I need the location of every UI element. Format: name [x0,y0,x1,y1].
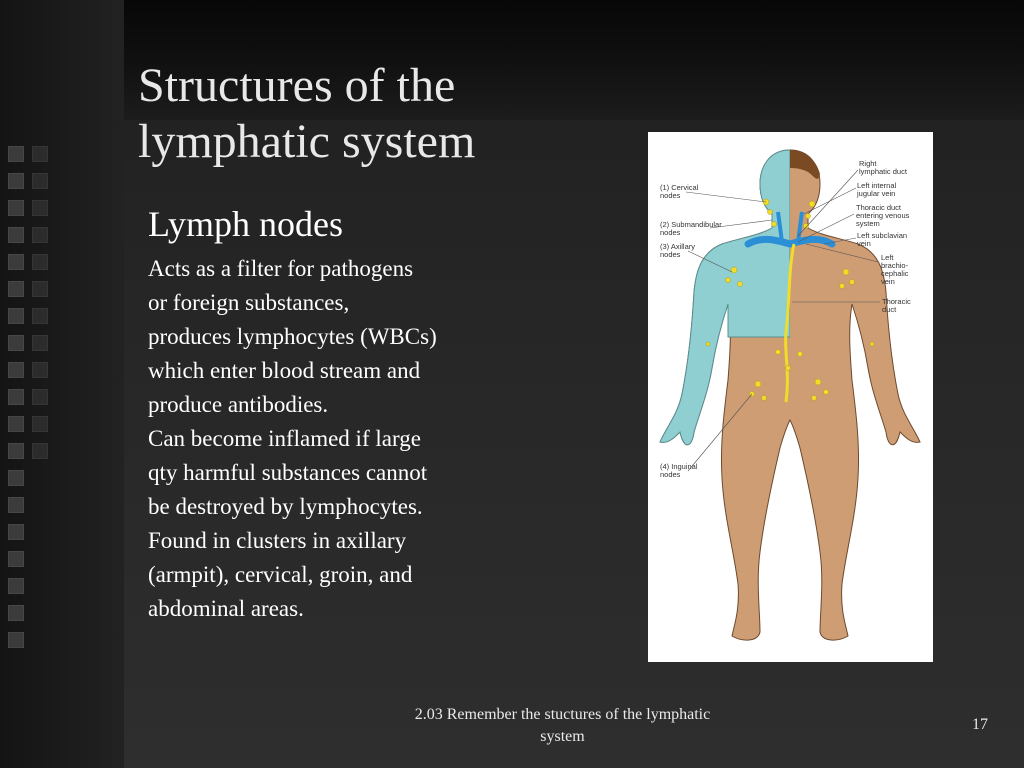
body-line: Found in clusters in axillary [148,524,518,558]
body-line: or foreign substances, [148,286,518,320]
slide-footer: 2.03 Remember the stuctures of the lymph… [400,704,725,748]
label-submandibular-2: nodes [660,228,681,237]
label-thoracic-entering-3: system [856,219,880,228]
body-line: Can become inflamed if large [148,422,518,456]
body-line: produces lymphocytes (WBCs) [148,320,518,354]
body-line: which enter blood stream and [148,354,518,388]
label-left-brachio-4: vein [881,277,895,286]
decor-squares-faint [32,146,50,470]
label-cervical-2: nodes [660,191,681,200]
body-line: qty harmful substances cannot [148,456,518,490]
label-right-duct-2: lymphatic duct [859,167,908,176]
body-line: produce antibodies. [148,388,518,422]
label-axillary-2: nodes [660,250,681,259]
body-line: be destroyed by lymphocytes. [148,490,518,524]
lymphatic-body-illustration: (1) Cervical nodes (2) Submandibular nod… [648,132,933,662]
lymphatic-diagram: (1) Cervical nodes (2) Submandibular nod… [648,132,933,662]
slide-title: Structures of the lymphatic system [138,58,608,170]
slide-subheading: Lymph nodes [148,202,343,246]
label-left-subclavian-2: vein [857,239,871,248]
body-line: abdominal areas. [148,592,518,626]
label-left-jugular-2: jugular vein [856,189,895,198]
label-thoracic-duct-2: duct [882,305,897,314]
decor-squares [8,146,26,659]
label-inguinal-2: nodes [660,470,681,479]
body-line: Acts as a filter for pathogens [148,252,518,286]
slide-body: Acts as a filter for pathogens or foreig… [148,252,518,626]
left-decor-strip [0,0,124,768]
body-line: (armpit), cervical, groin, and [148,558,518,592]
page-number: 17 [960,716,1000,734]
